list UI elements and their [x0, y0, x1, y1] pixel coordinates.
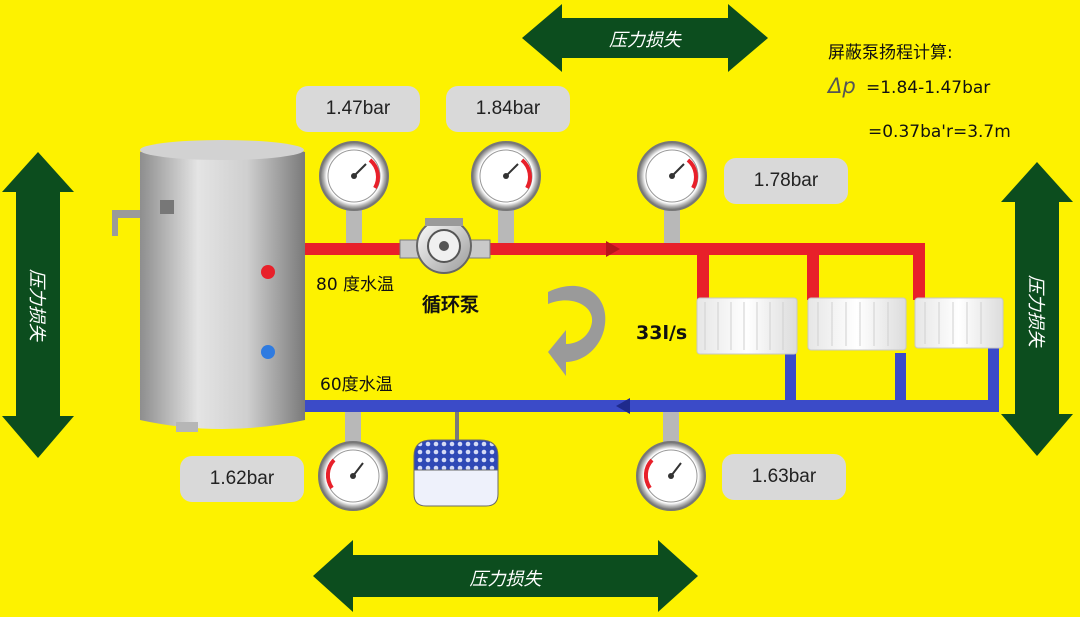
- calc-line-2: =0.37ba'r=3.7m: [868, 122, 1011, 142]
- calc-title: 屏蔽泵扬程计算:: [828, 43, 953, 63]
- return-pipe: [305, 345, 999, 444]
- pressure-label-top-right: 1.78bar: [724, 158, 848, 204]
- boiler-tank: [112, 140, 305, 432]
- calc-delta-symbol: Δp: [828, 74, 856, 98]
- pressure-gauge-top-mid: [471, 141, 541, 243]
- pressure-gauge-bottom-right: [636, 412, 706, 511]
- circulation-arrow: [548, 285, 606, 376]
- radiator-2: [807, 297, 907, 351]
- top-loss-label: 压力损失: [609, 30, 681, 51]
- pressure-label-top-mid: 1.84bar: [446, 86, 570, 132]
- calc-line-1: =1.84-1.47bar: [866, 78, 991, 98]
- pressure-gauge-bottom-left: [318, 412, 388, 511]
- supply-pipe: [305, 241, 925, 300]
- right-loss-label: 压力损失: [1025, 275, 1046, 347]
- left-loss-arrow: [2, 152, 74, 458]
- pressure-gauge-top-left: [319, 141, 389, 243]
- pressure-label-top-left: 1.47bar: [296, 86, 420, 132]
- bottom-loss-label: 压力损失: [469, 569, 542, 590]
- return-temp-label: 60度水温: [320, 375, 393, 395]
- pressure-label-bottom-left: 1.62bar: [180, 456, 304, 502]
- pressure-label-bottom-right: 1.63bar: [722, 454, 846, 500]
- pressure-gauge-top-right: [637, 141, 707, 243]
- right-loss-arrow: [1001, 162, 1073, 456]
- pump-label: 循环泵: [422, 294, 480, 316]
- bottom-loss-arrow: [313, 540, 698, 612]
- expansion-vessel: [413, 439, 499, 507]
- radiator-3: [914, 297, 1004, 349]
- circulation-pump: [399, 218, 491, 274]
- flow-rate-label: 33l/s: [636, 322, 688, 344]
- left-loss-label: 压力损失: [26, 269, 47, 341]
- supply-temp-label: 80 度水温: [316, 275, 395, 295]
- top-loss-arrow: [522, 4, 768, 72]
- radiator-1: [696, 297, 798, 355]
